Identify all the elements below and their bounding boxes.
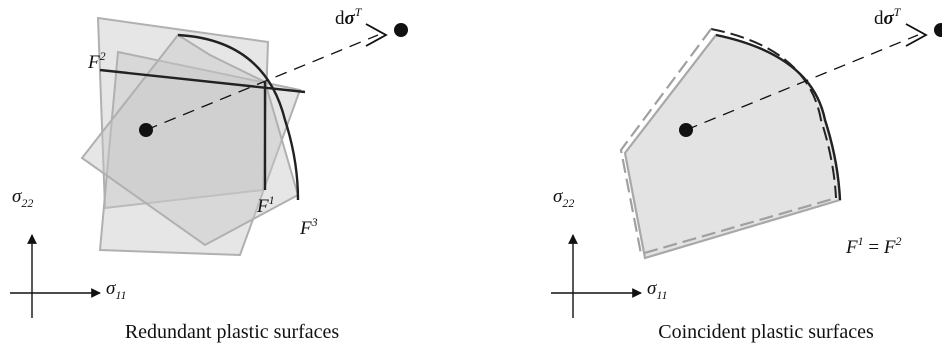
- left-surfaces: [80, 16, 302, 257]
- left-axis-y-label: σ22: [12, 186, 33, 210]
- left-increment-label: dσT: [335, 5, 363, 29]
- left-caption: Redundant plastic surfaces: [125, 321, 340, 343]
- right-f1-arc: [715, 33, 842, 201]
- left-axis-x-label: σ11: [106, 278, 126, 302]
- right-panel: dσT F1 = F2 σ22 σ11 Coincident plastic s…: [551, 5, 942, 343]
- left-target-point: [394, 23, 408, 37]
- right-increment-label: dσT: [874, 5, 902, 29]
- left-panel: F2 F1 F3 dσT σ22 σ11 Redundant plastic s…: [10, 5, 408, 343]
- right-elastic-region: [625, 35, 840, 258]
- right-increment-arrowhead: [905, 23, 928, 47]
- right-axis-y-label: σ22: [553, 186, 574, 210]
- right-target-point: [934, 23, 942, 37]
- right-axis-x-label: σ11: [647, 278, 667, 302]
- right-surface-label: F1 = F2: [845, 234, 901, 258]
- right-caption: Coincident plastic surfaces: [658, 321, 874, 343]
- right-f2-dashed-boundary: [710, 28, 837, 199]
- f2-yield-line: [99, 68, 306, 94]
- label-f1: F1: [256, 193, 275, 217]
- right-increment-dashed-line: [685, 34, 919, 131]
- left-increment-arrowhead: [365, 23, 388, 47]
- label-f3: F3: [299, 215, 318, 239]
- right-f2-dashed-edges: [619, 28, 837, 256]
- surface-f2-plane: [98, 50, 302, 257]
- left-increment-dashed-line: [145, 34, 379, 131]
- label-f2: F2: [87, 49, 106, 73]
- f3-yield-arc: [177, 33, 300, 201]
